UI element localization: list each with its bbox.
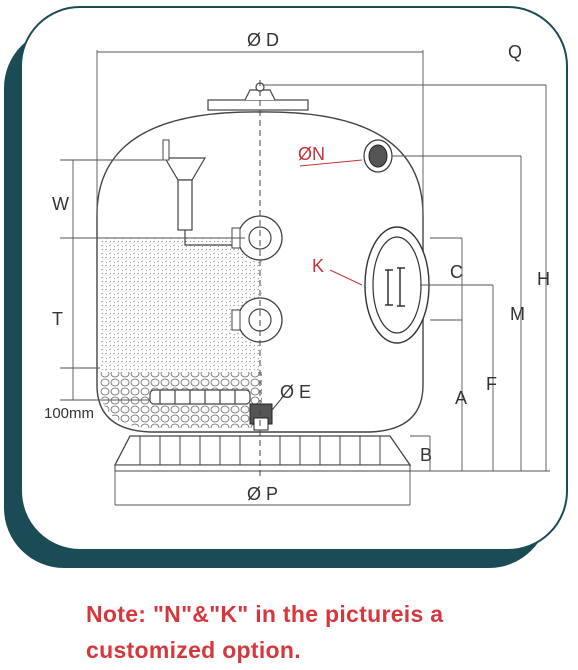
sand-media xyxy=(100,238,262,372)
label-n: ØN xyxy=(298,144,325,164)
label-t: T xyxy=(52,309,63,329)
label-k: K xyxy=(312,256,324,276)
label-f: F xyxy=(486,374,497,394)
manhole-k xyxy=(364,226,430,344)
label-100mm: 100mm xyxy=(44,405,94,422)
note-text: Note: "N"&"K" in the pictureis a customi… xyxy=(86,596,566,668)
top-lid xyxy=(207,99,309,111)
base-stand xyxy=(113,435,412,466)
label-p: Ø P xyxy=(247,484,278,504)
label-d: Ø D xyxy=(247,30,279,50)
label-h: H xyxy=(537,269,550,289)
label-e: Ø E xyxy=(280,382,311,402)
laterals xyxy=(149,389,251,405)
label-c: C xyxy=(450,262,463,282)
diffuser xyxy=(163,157,207,181)
n-port xyxy=(363,139,393,173)
note-line-1: Note: "N"&"K" in the pictureis a xyxy=(86,601,444,627)
label-b: B xyxy=(420,445,432,465)
tank-body xyxy=(96,111,424,433)
label-w: W xyxy=(52,194,69,214)
note-line-2: customized option. xyxy=(86,637,301,663)
drain-valve xyxy=(249,403,273,431)
label-a: A xyxy=(455,388,467,408)
label-q: Q xyxy=(508,42,522,62)
label-m: M xyxy=(510,304,525,324)
